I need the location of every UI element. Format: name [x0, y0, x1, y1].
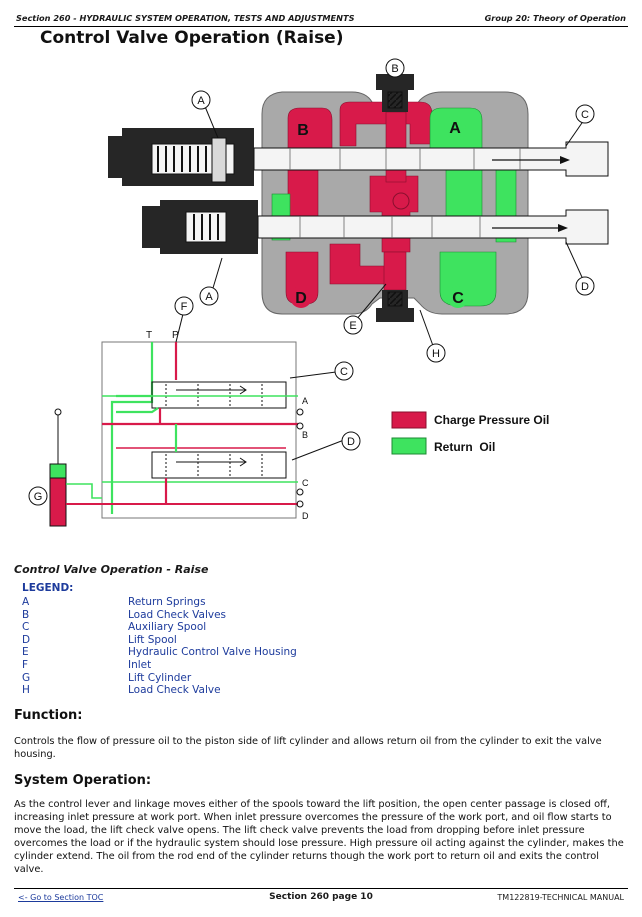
manual-id: TM122819-TECHNICAL MANUAL — [497, 893, 624, 902]
header-group: Group 20: Theory of Operation — [484, 13, 626, 23]
schem-port-c: C — [302, 478, 309, 488]
legend-label: Auxiliary Spool — [128, 621, 207, 634]
callout-a-top — [191, 90, 211, 110]
port-p-label: P — [172, 330, 179, 341]
return-swatch — [391, 437, 427, 455]
lift-spool — [142, 200, 609, 254]
callout-f-label: F — [181, 301, 188, 313]
legend-label: Load Check Valve — [128, 684, 221, 697]
callout-g — [28, 486, 48, 506]
charge-swatch — [391, 411, 427, 429]
port-c-marker — [447, 286, 469, 308]
port-d-marker — [290, 286, 312, 308]
return-key-label: Return Oil — [434, 440, 495, 454]
callout-a-bottom — [199, 286, 219, 306]
legend-label: Load Check Valves — [128, 608, 227, 621]
callout-e-label: E — [349, 320, 356, 332]
callout-e — [343, 315, 363, 335]
callout-a-top-label: A — [197, 95, 205, 107]
callout-c-schem — [334, 361, 354, 381]
legend-key: E — [22, 646, 29, 659]
callout-d-schem-label: D — [347, 436, 355, 448]
legend-key: B — [22, 608, 30, 621]
callouts: A B C D A E F C D H G — [28, 58, 595, 506]
hydraulic-schematic: T P A B C D — [49, 330, 309, 527]
legend-title: LEGEND: — [22, 582, 74, 594]
port-t-label: T — [146, 330, 152, 341]
callout-h — [426, 343, 446, 363]
legend-label: Inlet — [128, 658, 152, 671]
legend-key: H — [22, 684, 30, 697]
schem-port-d: D — [302, 511, 309, 521]
callout-c-top — [575, 104, 595, 124]
function-heading: Function: — [14, 708, 83, 723]
load-check-valve-bottom — [376, 290, 414, 322]
port-a-label: A — [449, 120, 461, 137]
schematic-frame — [101, 341, 297, 519]
port-b-marker — [292, 118, 314, 140]
system-operation-text: As the control lever and linkage moves e… — [14, 799, 624, 875]
callout-c-schem-label: C — [340, 366, 348, 378]
control-valve-diagram: B A D C — [28, 58, 609, 527]
color-key: Charge Pressure Oil Return Oil — [391, 411, 549, 455]
legend-label: Return Springs — [128, 596, 206, 608]
page-title: Control Valve Operation (Raise) — [40, 28, 344, 48]
header-section: Section 260 - HYDRAULIC SYSTEM OPERATION… — [16, 13, 355, 23]
callout-a-bottom-label: A — [205, 291, 213, 303]
legend-label: Lift Cylinder — [128, 671, 192, 684]
legend-key: C — [22, 621, 30, 634]
center-check-ball — [392, 192, 410, 210]
tank-line — [110, 342, 154, 514]
legend-label: Hydraulic Control Valve Housing — [128, 646, 297, 659]
figure-caption: Control Valve Operation - Raise — [14, 563, 209, 576]
callout-c-top-label: C — [581, 109, 589, 121]
port-c-label: C — [452, 290, 464, 307]
system-operation-heading: System Operation: — [14, 773, 152, 788]
valve-cutaway: B A D C — [108, 74, 609, 322]
legend-key: D — [22, 633, 31, 646]
callout-g-label: G — [34, 491, 43, 503]
callout-d-top-label: D — [581, 281, 589, 293]
page-footer: <- Go to Section TOC Section 260 page 10… — [14, 888, 628, 905]
callout-d-schem — [341, 431, 361, 451]
page-number: Section 260 page 10 — [269, 892, 373, 902]
callout-b — [385, 58, 405, 78]
aux-valve-block — [151, 381, 287, 409]
load-check-valve-top — [376, 74, 414, 112]
legend-key: A — [22, 596, 30, 608]
lift-valve-block — [151, 451, 287, 479]
function-text: Controls the flow of pressure oil to the… — [14, 736, 602, 760]
schem-port-a: A — [302, 396, 308, 406]
cylinder-rod-line — [66, 483, 102, 499]
schem-port-b: B — [302, 430, 308, 440]
check-valve-h-channel — [383, 251, 407, 291]
page-header: Section 260 - HYDRAULIC SYSTEM OPERATION… — [14, 12, 628, 27]
callout-h-label: H — [432, 348, 440, 360]
auxiliary-spool — [108, 128, 609, 186]
port-d-label: D — [295, 290, 307, 307]
callout-b-label: B — [391, 63, 398, 75]
lift-cylinder-rod-end — [49, 463, 67, 479]
port-b-label: B — [297, 122, 309, 139]
check-valve-b-channel — [385, 111, 407, 183]
callout-f — [174, 296, 194, 316]
legend-key: F — [22, 658, 29, 671]
callout-d-top — [575, 276, 595, 296]
port-a-marker — [444, 116, 466, 138]
toc-link[interactable]: <- Go to Section TOC — [18, 893, 104, 902]
legend-label: Lift Spool — [128, 633, 177, 646]
charge-key-label: Charge Pressure Oil — [434, 413, 549, 427]
legend-key: G — [22, 671, 31, 684]
